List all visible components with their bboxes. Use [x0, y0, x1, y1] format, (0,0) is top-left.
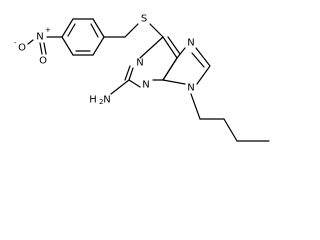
double-bond-nitro-o-bottom [43, 42, 47, 55]
bond-nitro-n-to-o-left [27, 39, 34, 45]
atom-n9: N [187, 83, 194, 94]
double-bond-n7-c8 [191, 52, 205, 68]
bond-sulfur-to-c6 [149, 23, 164, 38]
bond-n1-c6 [139, 36, 164, 59]
bond-c6-c5 [162, 36, 178, 59]
imidazole-ring [162, 47, 211, 85]
structure-drawing: S N N N N H 2 N O - N + O [14, 14, 270, 142]
bond-n9-to-c1 [190, 93, 201, 120]
bond-n9-c4 [162, 79, 186, 85]
benzene-ring [61, 18, 105, 56]
bond-ring-lower-right [92, 36, 105, 56]
bond-c5-n7 [176, 47, 186, 59]
bond-c2-n1 [128, 67, 134, 81]
bond-butyl-c2-c3 [223, 118, 238, 142]
nitro-o-charge: - [14, 39, 17, 47]
double-bond-ring-upper-left [67, 23, 76, 37]
atom-amine-subscript: 2 [99, 98, 103, 106]
atom-amine-h: H [89, 95, 97, 106]
bond-ring-upper-right [92, 18, 105, 38]
bond-ch2-to-sulfur [124, 23, 139, 38]
atom-n3: N [142, 80, 149, 91]
atom-nitro-n: N [36, 32, 43, 43]
pyrimidine-ring [124, 36, 181, 88]
double-bond-c6-c5 [167, 36, 181, 55]
atom-n7: N [187, 38, 194, 49]
nitro-n-charge: + [45, 26, 51, 34]
bond-n3-c2 [128, 79, 141, 88]
bond-ring-upper-left [61, 18, 74, 38]
molecule-diagram: S N N N N H 2 N O - N + O [14, 13, 270, 142]
bond-c8-n9 [196, 65, 211, 85]
atom-nitro-o-left: O [18, 43, 26, 54]
bond-n7-c8 [195, 47, 211, 67]
bond-c4-c5-shared [162, 57, 178, 81]
atom-amine-n: N [103, 95, 110, 106]
bond-nitro-n-to-o-bottom [39, 42, 43, 55]
bond-c2-to-amine [110, 79, 130, 95]
double-bond-ring-upper-right [90, 23, 99, 38]
bond-ring-lower-left [61, 36, 74, 56]
atom-sulfur: S [141, 14, 147, 25]
atom-n1: N [136, 58, 143, 69]
atom-nitro-o-bottom: O [39, 56, 47, 67]
double-bond-c2-n1 [124, 65, 131, 81]
